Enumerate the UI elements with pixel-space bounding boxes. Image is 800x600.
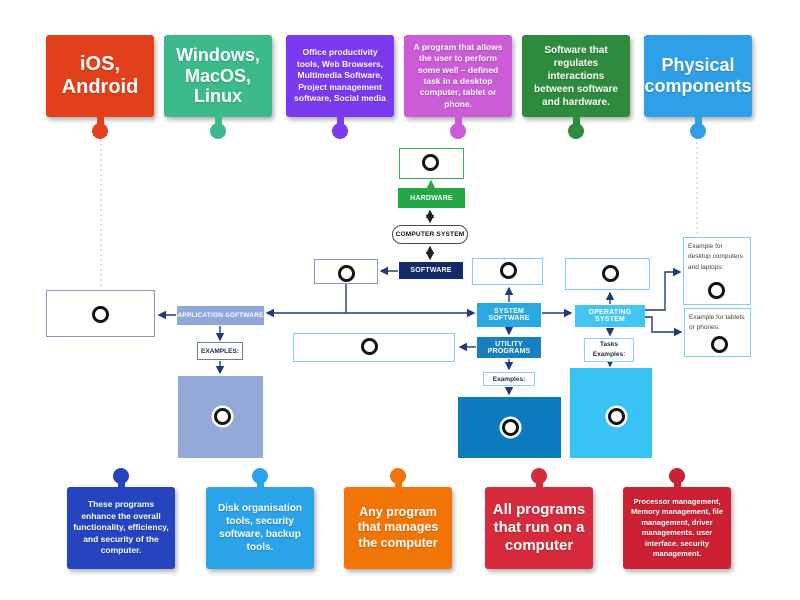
card-pin-dot (568, 123, 584, 139)
card-pin (214, 114, 222, 127)
node-label: UTILITY PROGRAMS (487, 340, 531, 355)
answer-card-windows-macos-linux[interactable]: Windows, MacOS, Linux (164, 35, 272, 139)
card-pin (572, 114, 580, 127)
node-system-software: SYSTEM SOFTWARE (477, 303, 541, 327)
target-caption: Example for tablets or phones: (689, 314, 745, 332)
card-label: Windows, MacOS, Linux (176, 44, 260, 107)
node-label: SYSTEM SOFTWARE (488, 308, 530, 322)
node-label: SOFTWARE (410, 267, 452, 274)
drop-marker-application-examples[interactable] (214, 408, 231, 425)
drop-marker-example-tablet[interactable] (711, 336, 728, 353)
card-label: Software that regulates interactions bet… (534, 44, 618, 108)
node-computer-system: COMPUTER SYSTEM (392, 225, 468, 244)
drop-marker-application-definition[interactable] (92, 306, 109, 323)
label-text: Tasks Examples: (592, 341, 626, 358)
node-label: HARDWARE (410, 194, 453, 202)
card-pin-dot (113, 468, 129, 484)
drop-marker-software-definition[interactable] (338, 265, 355, 282)
node-label: OPERATING SYSTEM (588, 309, 632, 323)
card-label: Physical components (644, 55, 752, 96)
label-text: EXAMPLES: (201, 347, 239, 355)
drop-marker-example-desktop[interactable] (708, 282, 725, 299)
answer-card-processor-management[interactable]: Processor management, Memory management,… (623, 468, 731, 569)
answer-card-ios-android[interactable]: iOS, Android (46, 35, 154, 139)
card-pin-dot (531, 468, 547, 484)
card-pin-dot (332, 123, 348, 139)
label-examples-utility: Examples: (483, 372, 535, 386)
node-hardware: HARDWARE (398, 188, 465, 208)
node-operating-system: OPERATING SYSTEM (575, 305, 645, 327)
card-pin (96, 114, 104, 127)
answer-card-disk-tools[interactable]: Disk organisation tools, security softwa… (206, 468, 314, 569)
card-pin-dot (252, 468, 268, 484)
answer-card-software-regulates[interactable]: Software that regulates interactions bet… (522, 35, 630, 139)
label-tasks-examples: Tasks Examples: (584, 338, 634, 362)
answer-card-any-program[interactable]: Any program that manages the computer (344, 468, 452, 569)
drop-marker-os-tasks[interactable] (608, 408, 625, 425)
card-label: iOS, Android (61, 53, 139, 98)
drop-marker-operating-system[interactable] (602, 265, 619, 282)
node-label: COMPUTER SYSTEM (395, 231, 465, 238)
label-examples-application: EXAMPLES: (197, 342, 243, 360)
card-pin (694, 114, 702, 127)
target-caption: Example for desktop computers and laptop… (688, 243, 743, 271)
card-label: All programs that run on a computer (492, 501, 586, 554)
node-utility-programs: UTILITY PROGRAMS (477, 337, 541, 358)
drop-marker-hardware[interactable] (422, 154, 439, 171)
answer-card-program-definition[interactable]: A program that allows the user to perfor… (404, 35, 512, 139)
card-label: Office productivity tools, Web Browsers,… (294, 47, 386, 104)
answer-card-all-programs[interactable]: All programs that run on a computer (485, 468, 593, 569)
card-pin-dot (210, 123, 226, 139)
card-label: Any program that manages the computer (357, 504, 439, 550)
drop-target-os-example-tablet[interactable]: Example for tablets or phones: (684, 308, 751, 357)
answer-card-programs-enhance[interactable]: These programs enhance the overall funct… (67, 468, 175, 569)
node-software: SOFTWARE (399, 262, 463, 279)
card-pin (454, 114, 462, 127)
drop-target-os-example-desktop[interactable]: Example for desktop computers and laptop… (683, 237, 751, 305)
answer-card-physical-components[interactable]: Physical components (644, 35, 752, 139)
card-label: Disk organisation tools, security softwa… (218, 503, 302, 553)
node-application-software: APPLICATION SOFTWARE (177, 306, 264, 325)
card-label: Processor management, Memory management,… (630, 496, 724, 559)
card-pin-dot (690, 123, 706, 139)
drop-marker-system-software[interactable] (500, 262, 517, 279)
drop-marker-utility-examples[interactable] (502, 419, 519, 436)
card-pin-dot (92, 123, 108, 139)
card-pin (336, 114, 344, 127)
label-text: Examples: (492, 375, 526, 383)
drop-marker-utility-definition[interactable] (361, 338, 378, 355)
card-pin-dot (669, 468, 685, 484)
answer-card-office-tools[interactable]: Office productivity tools, Web Browsers,… (286, 35, 394, 139)
card-label: These programs enhance the overall funct… (73, 499, 169, 556)
node-label: APPLICATION SOFTWARE (177, 312, 264, 319)
card-pin-dot (390, 468, 406, 484)
card-pin-dot (450, 123, 466, 139)
card-label: A program that allows the user to perfor… (413, 41, 503, 109)
